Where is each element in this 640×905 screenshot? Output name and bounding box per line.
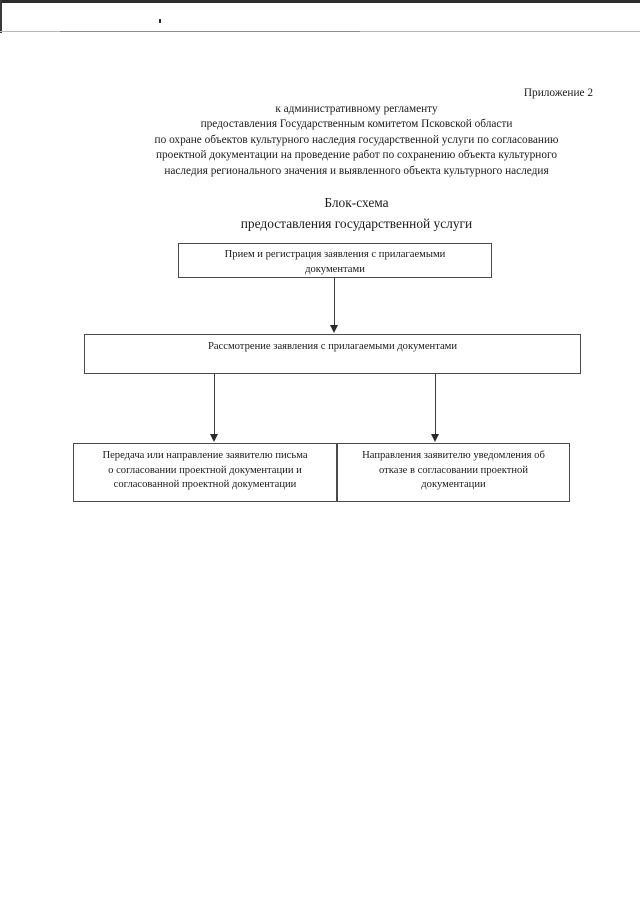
flow-node-approve-line-1: Передача или направление заявителю письм… <box>102 450 308 461</box>
document-header: Приложение 2 к административному регламе… <box>120 86 593 180</box>
header-line-works: проектной документации на проведение раб… <box>155 149 557 162</box>
arrow-head <box>210 434 218 442</box>
flow-node-approve-line-3: согласованной проектной документации <box>113 479 297 490</box>
flow-node-refuse-line-2: отказе в согласовании проектной <box>378 464 529 476</box>
scan-artifact-top-band <box>0 0 640 3</box>
flow-node-refuse: Направления заявителю уведомления об отк… <box>337 443 570 502</box>
header-line-regulation: к административному регламенту <box>275 102 438 115</box>
flow-node-approve: Передача или направление заявителю письм… <box>73 443 337 502</box>
arrow-shaft <box>214 374 216 435</box>
flow-node-intake-line-1: Прием и регистрация заявления с прилагае… <box>224 249 446 260</box>
page-title-subtitle: предоставления государственной услуги <box>240 216 473 231</box>
scan-artifact-left-edge <box>0 0 2 33</box>
arrow-head <box>330 325 338 333</box>
arrow-down-icon-review-to-approve <box>210 374 219 443</box>
flow-node-approve-line-2: о согласовании проектной документации и <box>108 464 302 476</box>
arrow-head <box>431 434 439 442</box>
arrow-shaft <box>334 278 336 326</box>
scan-artifact-rule-dark <box>60 31 360 32</box>
header-line-appendix: Приложение 2 <box>523 87 593 99</box>
flow-node-intake: Прием и регистрация заявления с прилагае… <box>178 243 492 278</box>
scan-artifact-speck <box>159 19 161 23</box>
arrow-down-icon-intake-to-review <box>330 278 339 334</box>
flow-node-intake-line-2: документами <box>305 263 365 275</box>
flow-node-refuse-line-1: Направления заявителю уведомления об <box>362 450 545 461</box>
header-line-heritage: наследия регионального значения и выявле… <box>164 164 549 177</box>
flow-node-refuse-line-3: документации <box>421 479 486 490</box>
page-title: Блок-схема предоставления государственно… <box>120 192 593 234</box>
header-line-committee: предоставления Государственным комитетом… <box>200 118 513 131</box>
header-line-service: по охране объектов культурного наследия … <box>154 133 559 146</box>
page-title-main: Блок-схема <box>324 195 389 210</box>
flow-node-review-line-1: Рассмотрение заявления с прилагаемыми до… <box>207 341 458 352</box>
arrow-down-icon-review-to-refuse <box>431 374 440 443</box>
flow-node-review: Рассмотрение заявления с прилагаемыми до… <box>84 334 581 374</box>
arrow-shaft <box>435 374 437 435</box>
